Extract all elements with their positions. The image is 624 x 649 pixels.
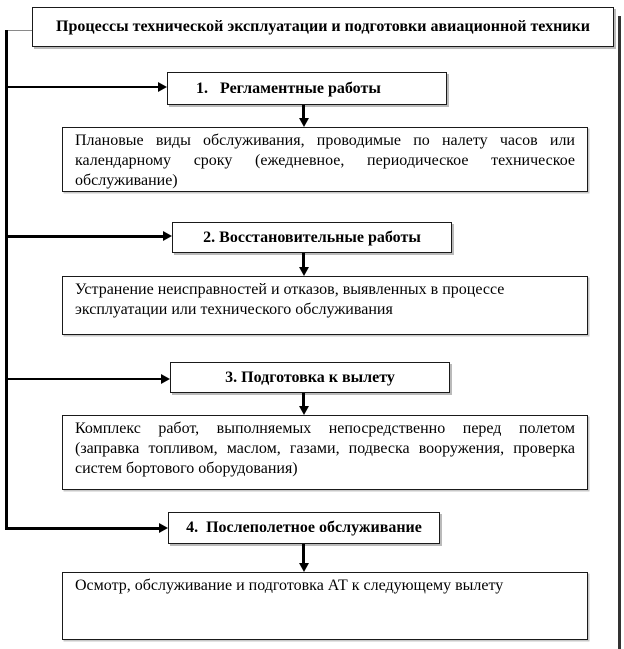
title-rail-connector-line (5, 29, 32, 31)
arrow-line-to-step-1 (5, 85, 158, 88)
step-2-label: 2. Восстановительные работы (203, 228, 421, 246)
arrow-right-head-icon (161, 373, 170, 384)
arrow-down-head-icon (299, 267, 309, 276)
step-box-3: 3. Подготовка к вылету (170, 362, 450, 393)
step-4-label: 4. Послеполетное обслуживание (186, 519, 422, 536)
arrow-line-step-1-to-desc (302, 105, 305, 118)
description-box-3: Комплекс работ, выполняемых непосредстве… (62, 415, 588, 490)
arrow-line-step-2-to-desc (302, 253, 305, 267)
arrow-line-step-4-to-desc (302, 544, 305, 563)
step-2-description: Устранение неисправностей и отказов, выя… (75, 281, 505, 318)
arrow-right-head-icon (159, 523, 168, 533)
arrow-right-head-icon (163, 231, 172, 241)
arrow-down-head-icon (299, 563, 309, 572)
step-box-1: 1. Регламентные работы (167, 72, 447, 105)
arrow-down-head-icon (299, 406, 309, 415)
step-box-2: 2. Восстановительные работы (172, 222, 452, 253)
arrow-line-to-step-2 (5, 235, 163, 238)
step-1-description: Плановые виды обслуживания, проводимые п… (75, 132, 575, 189)
arrow-line-step-3-to-desc (302, 393, 305, 406)
step-3-label: 3. Подготовка к вылету (225, 368, 395, 386)
description-box-1: Плановые виды обслуживания, проводимые п… (62, 127, 588, 192)
description-box-4: Осмотр, обслуживание и подготовка АТ к с… (62, 572, 588, 640)
left-rail-line (5, 30, 8, 530)
step-3-description: Комплекс работ, выполняемых непосредстве… (75, 420, 575, 477)
right-frame-line (618, 16, 621, 649)
step-box-4: 4. Послеполетное обслуживание (168, 512, 440, 544)
arrow-down-head-icon (299, 118, 309, 127)
arrow-right-head-icon (158, 81, 167, 92)
diagram-title: Процессы технической эксплуатации и подг… (56, 18, 590, 35)
step-4-description: Осмотр, обслуживание и подготовка АТ к с… (75, 577, 504, 594)
diagram-title-box: Процессы технической эксплуатации и подг… (32, 7, 614, 47)
description-box-2: Устранение неисправностей и отказов, выя… (62, 276, 588, 335)
arrow-line-to-step-3 (5, 377, 161, 380)
arrow-line-to-step-4 (5, 527, 159, 530)
step-1-label: 1. Регламентные работы (196, 79, 381, 97)
